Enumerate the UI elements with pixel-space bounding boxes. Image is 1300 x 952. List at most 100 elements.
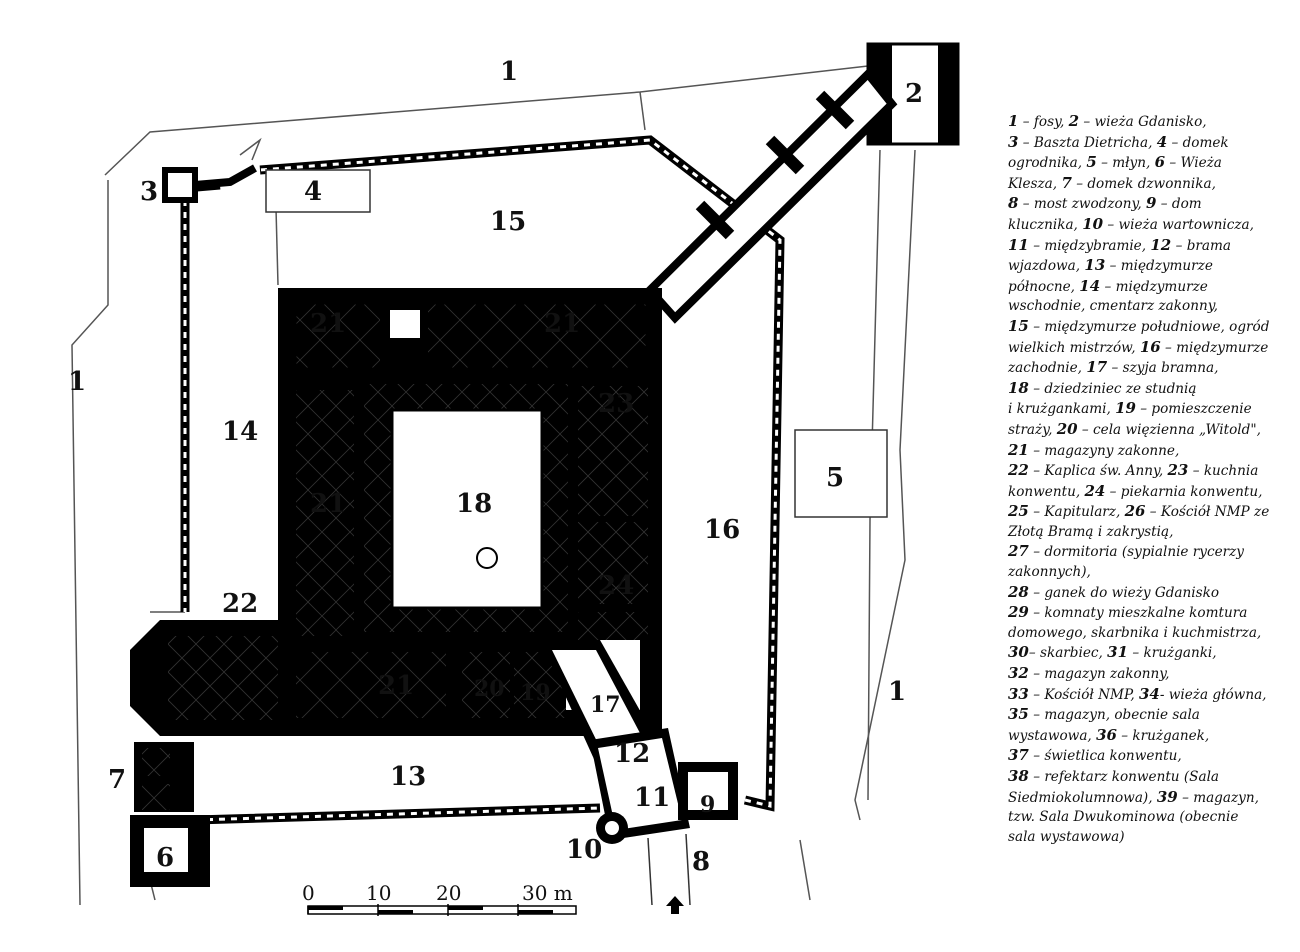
legend-text: wjazdowa, bbox=[1008, 258, 1085, 275]
legend-text: wielkich mistrzów, bbox=[1008, 339, 1140, 356]
label-9: 9 bbox=[700, 792, 715, 818]
legend-line: Klesza, 7 – domek dzwonnika, bbox=[1008, 174, 1290, 195]
legend-number: 24 bbox=[1084, 481, 1106, 500]
label-21-north: 21 bbox=[378, 671, 414, 701]
legend-text: – szyja bramna, bbox=[1107, 360, 1219, 377]
label-13: 13 bbox=[390, 762, 426, 792]
legend-number: 7 bbox=[1061, 173, 1072, 192]
label-8: 8 bbox=[692, 847, 710, 877]
legend-number: 37 bbox=[1008, 746, 1029, 765]
label-22: 22 bbox=[222, 589, 258, 619]
legend-number: 9 bbox=[1146, 194, 1157, 213]
gate-complex bbox=[540, 640, 690, 840]
legend-text: – młyn, bbox=[1096, 155, 1155, 172]
label-24: 24 bbox=[598, 571, 634, 601]
legend-number: 2 bbox=[1068, 112, 1080, 130]
dietrich-tower bbox=[162, 164, 257, 203]
legend-line: wystawowa, 36 – krużganek, bbox=[1008, 726, 1290, 747]
legend-number: 34 bbox=[1138, 684, 1160, 703]
legend-number: 23 bbox=[1167, 461, 1189, 480]
legend-text: konwentu, bbox=[1008, 483, 1085, 500]
legend-number: 27 bbox=[1008, 542, 1029, 561]
legend-number: 32 bbox=[1008, 664, 1029, 683]
label-10: 10 bbox=[566, 835, 602, 865]
legend-text: – międzymurze południowe, ogród bbox=[1028, 318, 1270, 335]
legend-text: – międzybramie, bbox=[1028, 237, 1151, 254]
label-11: 11 bbox=[634, 783, 670, 813]
legend-line: wschodnie, cmentarz zakonny, bbox=[1008, 297, 1290, 317]
legend-text: – magazyny zakonne, bbox=[1028, 442, 1180, 459]
legend-text: zachodnie, bbox=[1008, 360, 1087, 377]
legend-number: 26 bbox=[1124, 502, 1146, 521]
legend-text: – brama bbox=[1171, 237, 1231, 254]
legend-line: 1 – fosy, 2 – wieża Gdanisko, bbox=[1008, 112, 1290, 133]
label-21-south-right: 21 bbox=[544, 309, 580, 339]
legend-number: 13 bbox=[1084, 256, 1106, 275]
legend-line: wielkich mistrzów, 16 – międzymurze bbox=[1008, 338, 1290, 359]
legend-text: – Kościół NMP ze bbox=[1145, 504, 1270, 521]
legend-number: 20 bbox=[1056, 419, 1078, 438]
legend-line: 27 – dormitoria (sypialnie rycerzy bbox=[1008, 542, 1290, 563]
entrance-arrow-icon bbox=[666, 896, 684, 914]
castle-main-block bbox=[278, 288, 662, 736]
legend-line: domowego, skarbnika i kuchmistrza, bbox=[1008, 624, 1290, 644]
scale-label-10: 10 bbox=[366, 881, 391, 905]
legend-text: domowego, skarbnika i kuchmistrza, bbox=[1008, 624, 1262, 641]
label-20: 20 bbox=[474, 676, 505, 702]
legend-text: – kuchnia bbox=[1188, 463, 1259, 480]
scale-bar: 0 10 20 30 m bbox=[302, 881, 577, 916]
legend-text: wystawowa, bbox=[1008, 727, 1097, 744]
legend-line: sala wystawowa) bbox=[1008, 828, 1290, 848]
moat-boundary bbox=[71, 65, 916, 906]
scale-label-30: 30 m bbox=[522, 881, 573, 905]
legend-text: klucznika, bbox=[1008, 216, 1083, 233]
legend-line: północne, 14 – międzymurze bbox=[1008, 277, 1290, 298]
legend-text: – wieża Gdanisko, bbox=[1079, 114, 1207, 130]
legend-line: ogrodnika, 5 – młyn, 6 – Wieża bbox=[1008, 153, 1290, 174]
st-anne-chapel bbox=[130, 620, 290, 736]
legend-text: – skarbiec, bbox=[1028, 645, 1108, 662]
legend-number: 3 bbox=[1008, 132, 1019, 151]
legend-text: – pomieszczenie bbox=[1135, 401, 1252, 418]
legend-number: 38 bbox=[1008, 767, 1029, 785]
label-19: 19 bbox=[520, 680, 551, 706]
legend-number: 6 bbox=[1154, 153, 1166, 172]
legend-line: i krużgankami, 19 – pomieszczenie bbox=[1008, 399, 1290, 420]
legend-text: – krużganki, bbox=[1128, 645, 1217, 662]
legend-text: – krużganek, bbox=[1116, 727, 1210, 744]
legend-line: Siedmiokolumnowa), 39 – magazyn, bbox=[1008, 788, 1290, 809]
legend-number: 1 bbox=[1008, 112, 1019, 130]
legend-line: 32 – magazyn zakonny, bbox=[1008, 664, 1290, 685]
scale-label-0: 0 bbox=[302, 881, 315, 905]
legend-number: 25 bbox=[1008, 502, 1029, 521]
legend-number: 10 bbox=[1082, 214, 1104, 233]
legend: 1 – fosy, 2 – wieża Gdanisko,3 – Baszta … bbox=[1008, 112, 1290, 847]
legend-text: straży, bbox=[1008, 421, 1057, 438]
legend-number: 11 bbox=[1008, 235, 1029, 254]
legend-number: 21 bbox=[1008, 440, 1029, 459]
legend-text: tzw. Sala Dwukominowa (obecnie bbox=[1008, 809, 1239, 826]
scale-label-20: 20 bbox=[436, 881, 461, 905]
legend-number: 35 bbox=[1008, 705, 1029, 724]
label-16: 16 bbox=[704, 515, 740, 545]
label-14: 14 bbox=[222, 417, 258, 447]
legend-line: 3 – Baszta Dietricha, 4 – domek bbox=[1008, 133, 1290, 154]
legend-number: 22 bbox=[1008, 461, 1029, 480]
legend-line: 37 – świetlica konwentu, bbox=[1008, 746, 1290, 767]
label-15: 15 bbox=[490, 207, 526, 237]
legend-line: 38 – refektarz konwentu (Sala bbox=[1008, 767, 1290, 788]
legend-text: – międzymurze bbox=[1105, 258, 1213, 275]
legend-text: i krużgankami, bbox=[1008, 401, 1116, 418]
legend-text: – Wieża bbox=[1165, 155, 1222, 172]
legend-text: – Kościół NMP, bbox=[1028, 686, 1139, 703]
label-2: 2 bbox=[905, 79, 923, 109]
legend-line: straży, 20 – cela więzienna „Witold", bbox=[1008, 420, 1290, 441]
legend-text: - wieża główna, bbox=[1159, 686, 1267, 703]
legend-number: 29 bbox=[1008, 603, 1029, 622]
label-12: 12 bbox=[614, 739, 650, 769]
label-21-west: 21 bbox=[310, 489, 346, 519]
legend-line: 15 – międzymurze południowe, ogród bbox=[1008, 317, 1290, 338]
legend-number: 15 bbox=[1008, 316, 1029, 335]
legend-text: wschodnie, cmentarz zakonny, bbox=[1008, 298, 1218, 315]
